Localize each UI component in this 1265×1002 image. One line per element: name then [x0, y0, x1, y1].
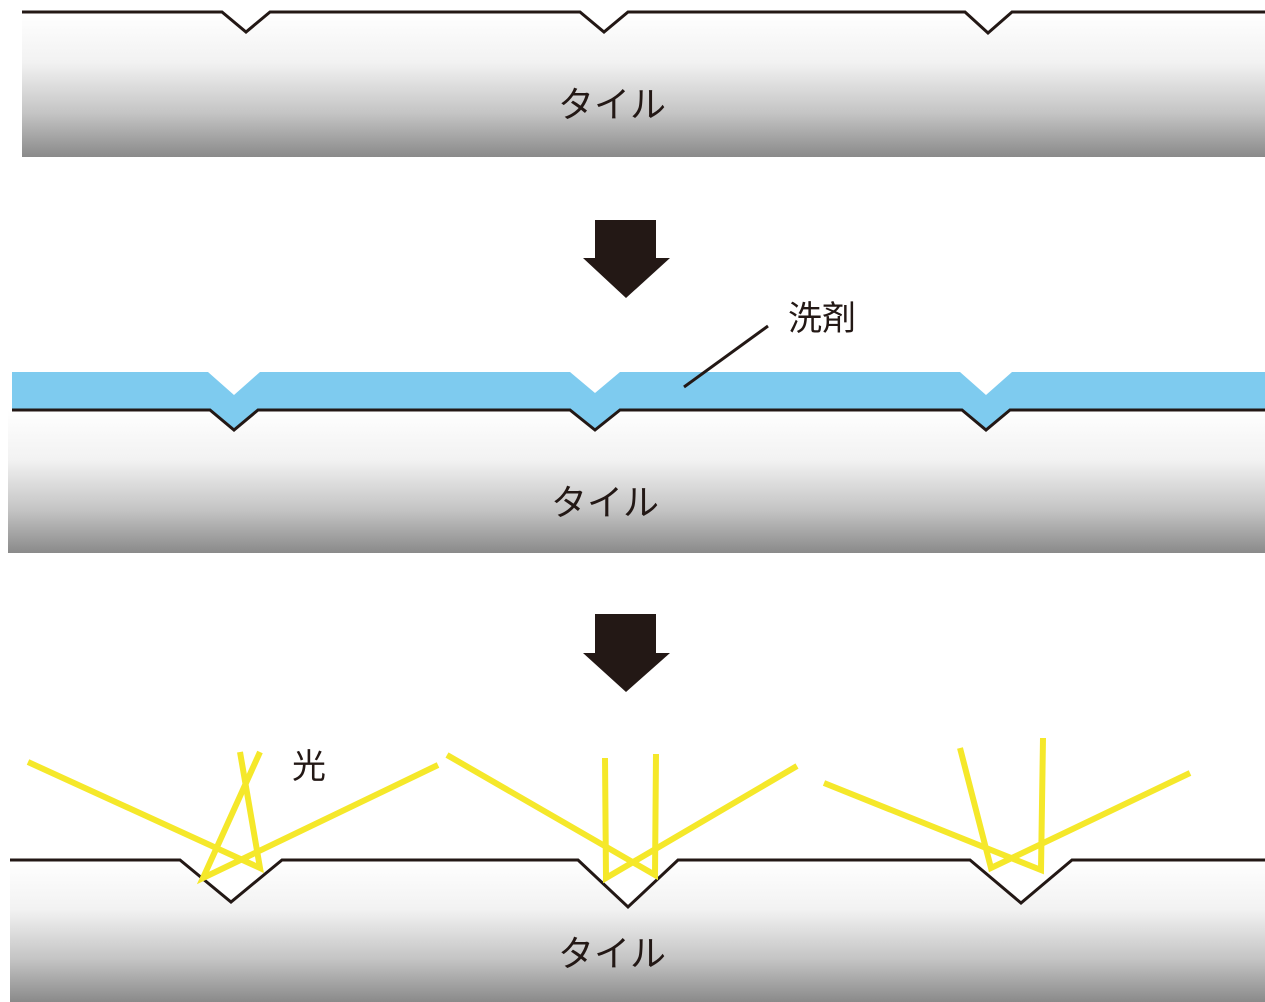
- detergent-layer: [12, 372, 1265, 430]
- panel-detergent: 洗剤 タイル: [8, 299, 1265, 553]
- tile-label: タイル: [558, 934, 666, 975]
- light-ray: [26, 751, 264, 874]
- panel-light: 光 タイル: [10, 737, 1265, 1002]
- tile-surface-line: [10, 858, 1265, 910]
- detergent-label: 洗剤: [788, 299, 856, 339]
- tile-label: タイル: [558, 85, 666, 126]
- tile-surface-line: [12, 408, 1265, 432]
- light-ray: [957, 747, 1192, 873]
- light-ray: [822, 737, 1046, 875]
- light-ray: [445, 752, 659, 881]
- tile-body: [8, 410, 1265, 553]
- tile-body: [22, 12, 1265, 157]
- light-rays: [26, 737, 1192, 885]
- down-arrow-icon: [583, 220, 670, 298]
- detergent-leader-line: [683, 324, 769, 389]
- panel-before: タイル: [22, 10, 1265, 157]
- tile-label: タイル: [551, 483, 659, 524]
- tile-surface-line: [22, 10, 1265, 36]
- down-arrow-icon: [583, 614, 670, 692]
- light-label: 光: [292, 747, 326, 787]
- light-ray: [602, 757, 799, 884]
- tile-body: [10, 860, 1265, 1002]
- light-ray: [196, 750, 440, 885]
